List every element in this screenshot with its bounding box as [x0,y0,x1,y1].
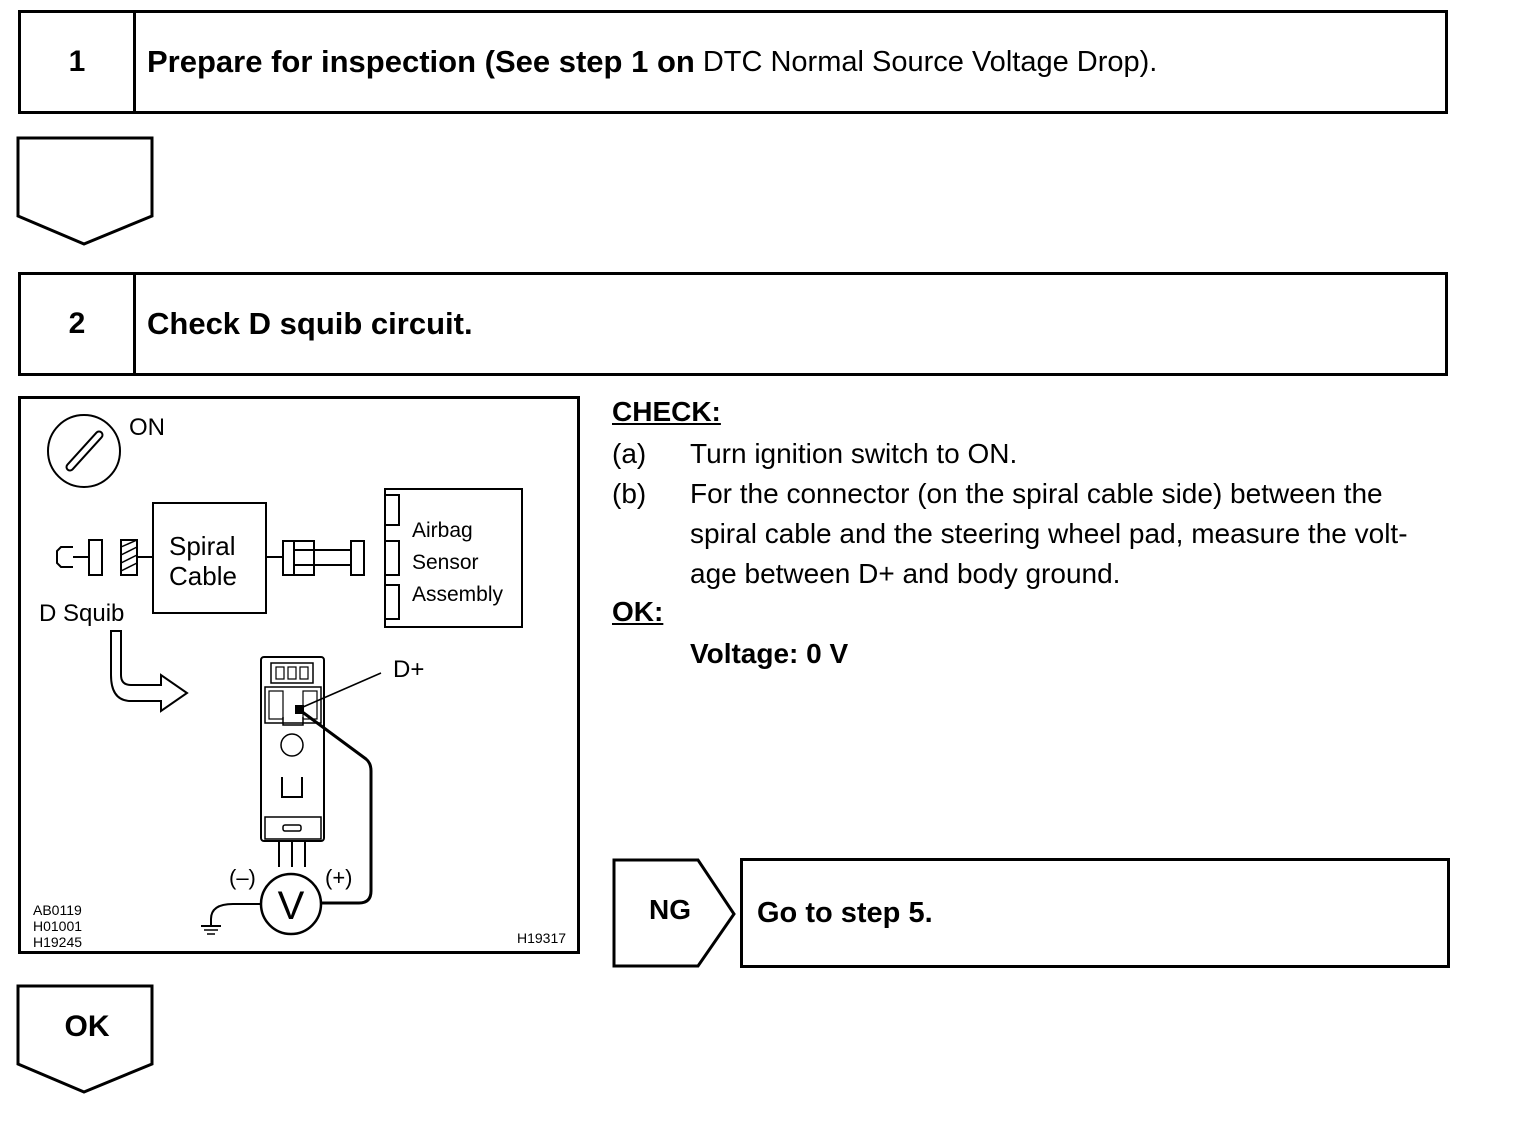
ng-label: NG [649,894,691,925]
check-item-b-line-3: age between D+ and body ground. [690,558,1121,589]
ok-arrow-icon [16,984,154,1094]
check-item-b-label: (b) [612,478,647,509]
ng-action-text: Go to step 5. [757,896,933,929]
check-item-b: (b) For the connector (on the spiral cab… [612,474,1452,594]
airbag-label-3: Assembly [412,583,504,606]
code-left-1: AB0119 [33,902,82,918]
step-1-number: 1 [21,13,136,111]
check-heading: CHECK: [612,396,721,427]
check-item-b-line-1: For the connector (on the spiral cable s… [690,478,1383,509]
check-item-a-label: (a) [612,438,647,469]
sensor-connector-icon [266,540,365,576]
check-item-b-text: For the connector (on the spiral cable s… [690,474,1452,594]
ok-arrow-label: OK [64,1010,110,1043]
code-right: H19317 [517,930,566,946]
spiral-cable-label-2: Cable [169,561,237,591]
ok-value: Voltage: 0 V [690,638,849,669]
code-left-2: H01001 [33,918,82,934]
airbag-sensor-box [384,488,523,628]
check-item-a-text: Turn ignition switch to ON. [690,438,1018,469]
step-2-title-text: Check D squib circuit. [147,306,473,341]
plus-terminal-label: (+) [325,865,353,890]
switch-on-label: ON [129,414,165,441]
spiral-cable-box [152,502,267,614]
bent-arrow-icon [110,630,189,713]
step-2-box: 2 Check D squib circuit. [18,272,1448,376]
next-arrow-icon [16,136,154,246]
code-left-3: H19245 [33,934,82,950]
spiral-cable-label-1: Spiral [169,531,235,561]
step-2-title: Check D squib circuit. [147,275,473,373]
check-item-b-line-2: spiral cable and the steering wheel pad,… [690,518,1408,549]
ng-action-box[interactable]: Go to step 5. [740,858,1450,968]
d-plus-label: D+ [393,656,424,683]
step-1-title: Prepare for inspection (See step 1 on DT… [147,13,1157,111]
d-squib-connector-icon [56,539,153,576]
ng-tag-icon [612,858,736,968]
ignition-switch-icon [47,414,121,488]
circuit-figure: ON Spiral Cable [18,396,580,954]
airbag-label-1: Airbag [412,519,473,542]
airbag-label-2: Sensor [412,551,479,574]
ground-icon [201,925,221,935]
step-1-title-bold: Prepare for inspection (See step 1 on [147,44,695,79]
circuit-diagram: ON Spiral Cable [33,414,566,950]
ok-heading: OK: [612,596,664,627]
check-section: CHECK: (a) Turn ignition switch to ON. (… [612,394,1452,674]
d-squib-label: D Squib [39,600,124,627]
check-item-a: (a) Turn ignition switch to ON. [612,434,1452,474]
step-2-number: 2 [21,275,136,373]
step-1-box: 1 Prepare for inspection (See step 1 on … [18,10,1448,114]
minus-terminal-label: (–) [229,865,256,890]
voltmeter-label: V [278,884,305,928]
step-1-title-link[interactable]: DTC Normal Source Voltage Drop). [702,45,1158,78]
connector-closeup-icon [260,656,325,867]
